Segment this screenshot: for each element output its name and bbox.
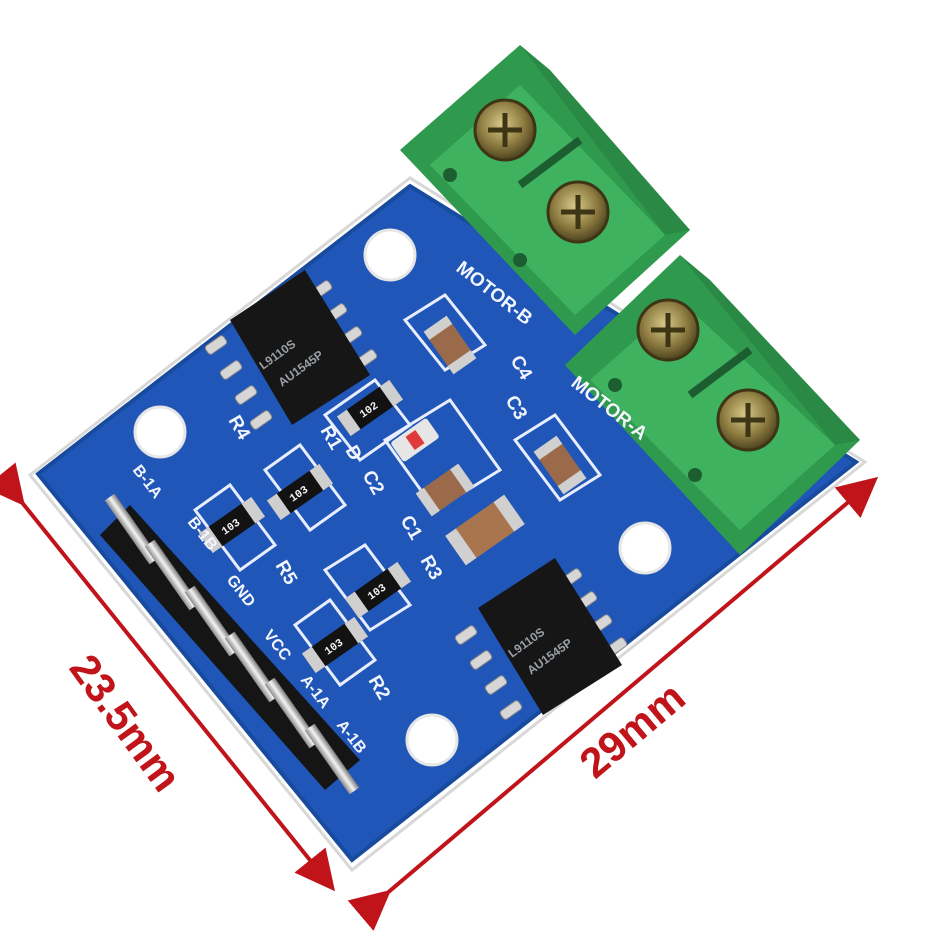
height-dimension-label: 23.5mm — [61, 646, 191, 800]
height-dimension-arrow — [0, 462, 336, 892]
mounting-hole — [618, 521, 672, 575]
width-dimension-arrow — [347, 476, 879, 931]
mounting-hole — [405, 713, 459, 767]
width-dimension-label: 29mm — [571, 673, 694, 787]
terminal-block-motor-b — [400, 45, 690, 335]
driver-chip-1: L9110S AU1545P — [204, 270, 378, 430]
mounting-hole — [363, 228, 417, 282]
mounting-hole — [133, 405, 187, 459]
led — [391, 418, 439, 462]
resistor: 102 — [336, 379, 404, 437]
